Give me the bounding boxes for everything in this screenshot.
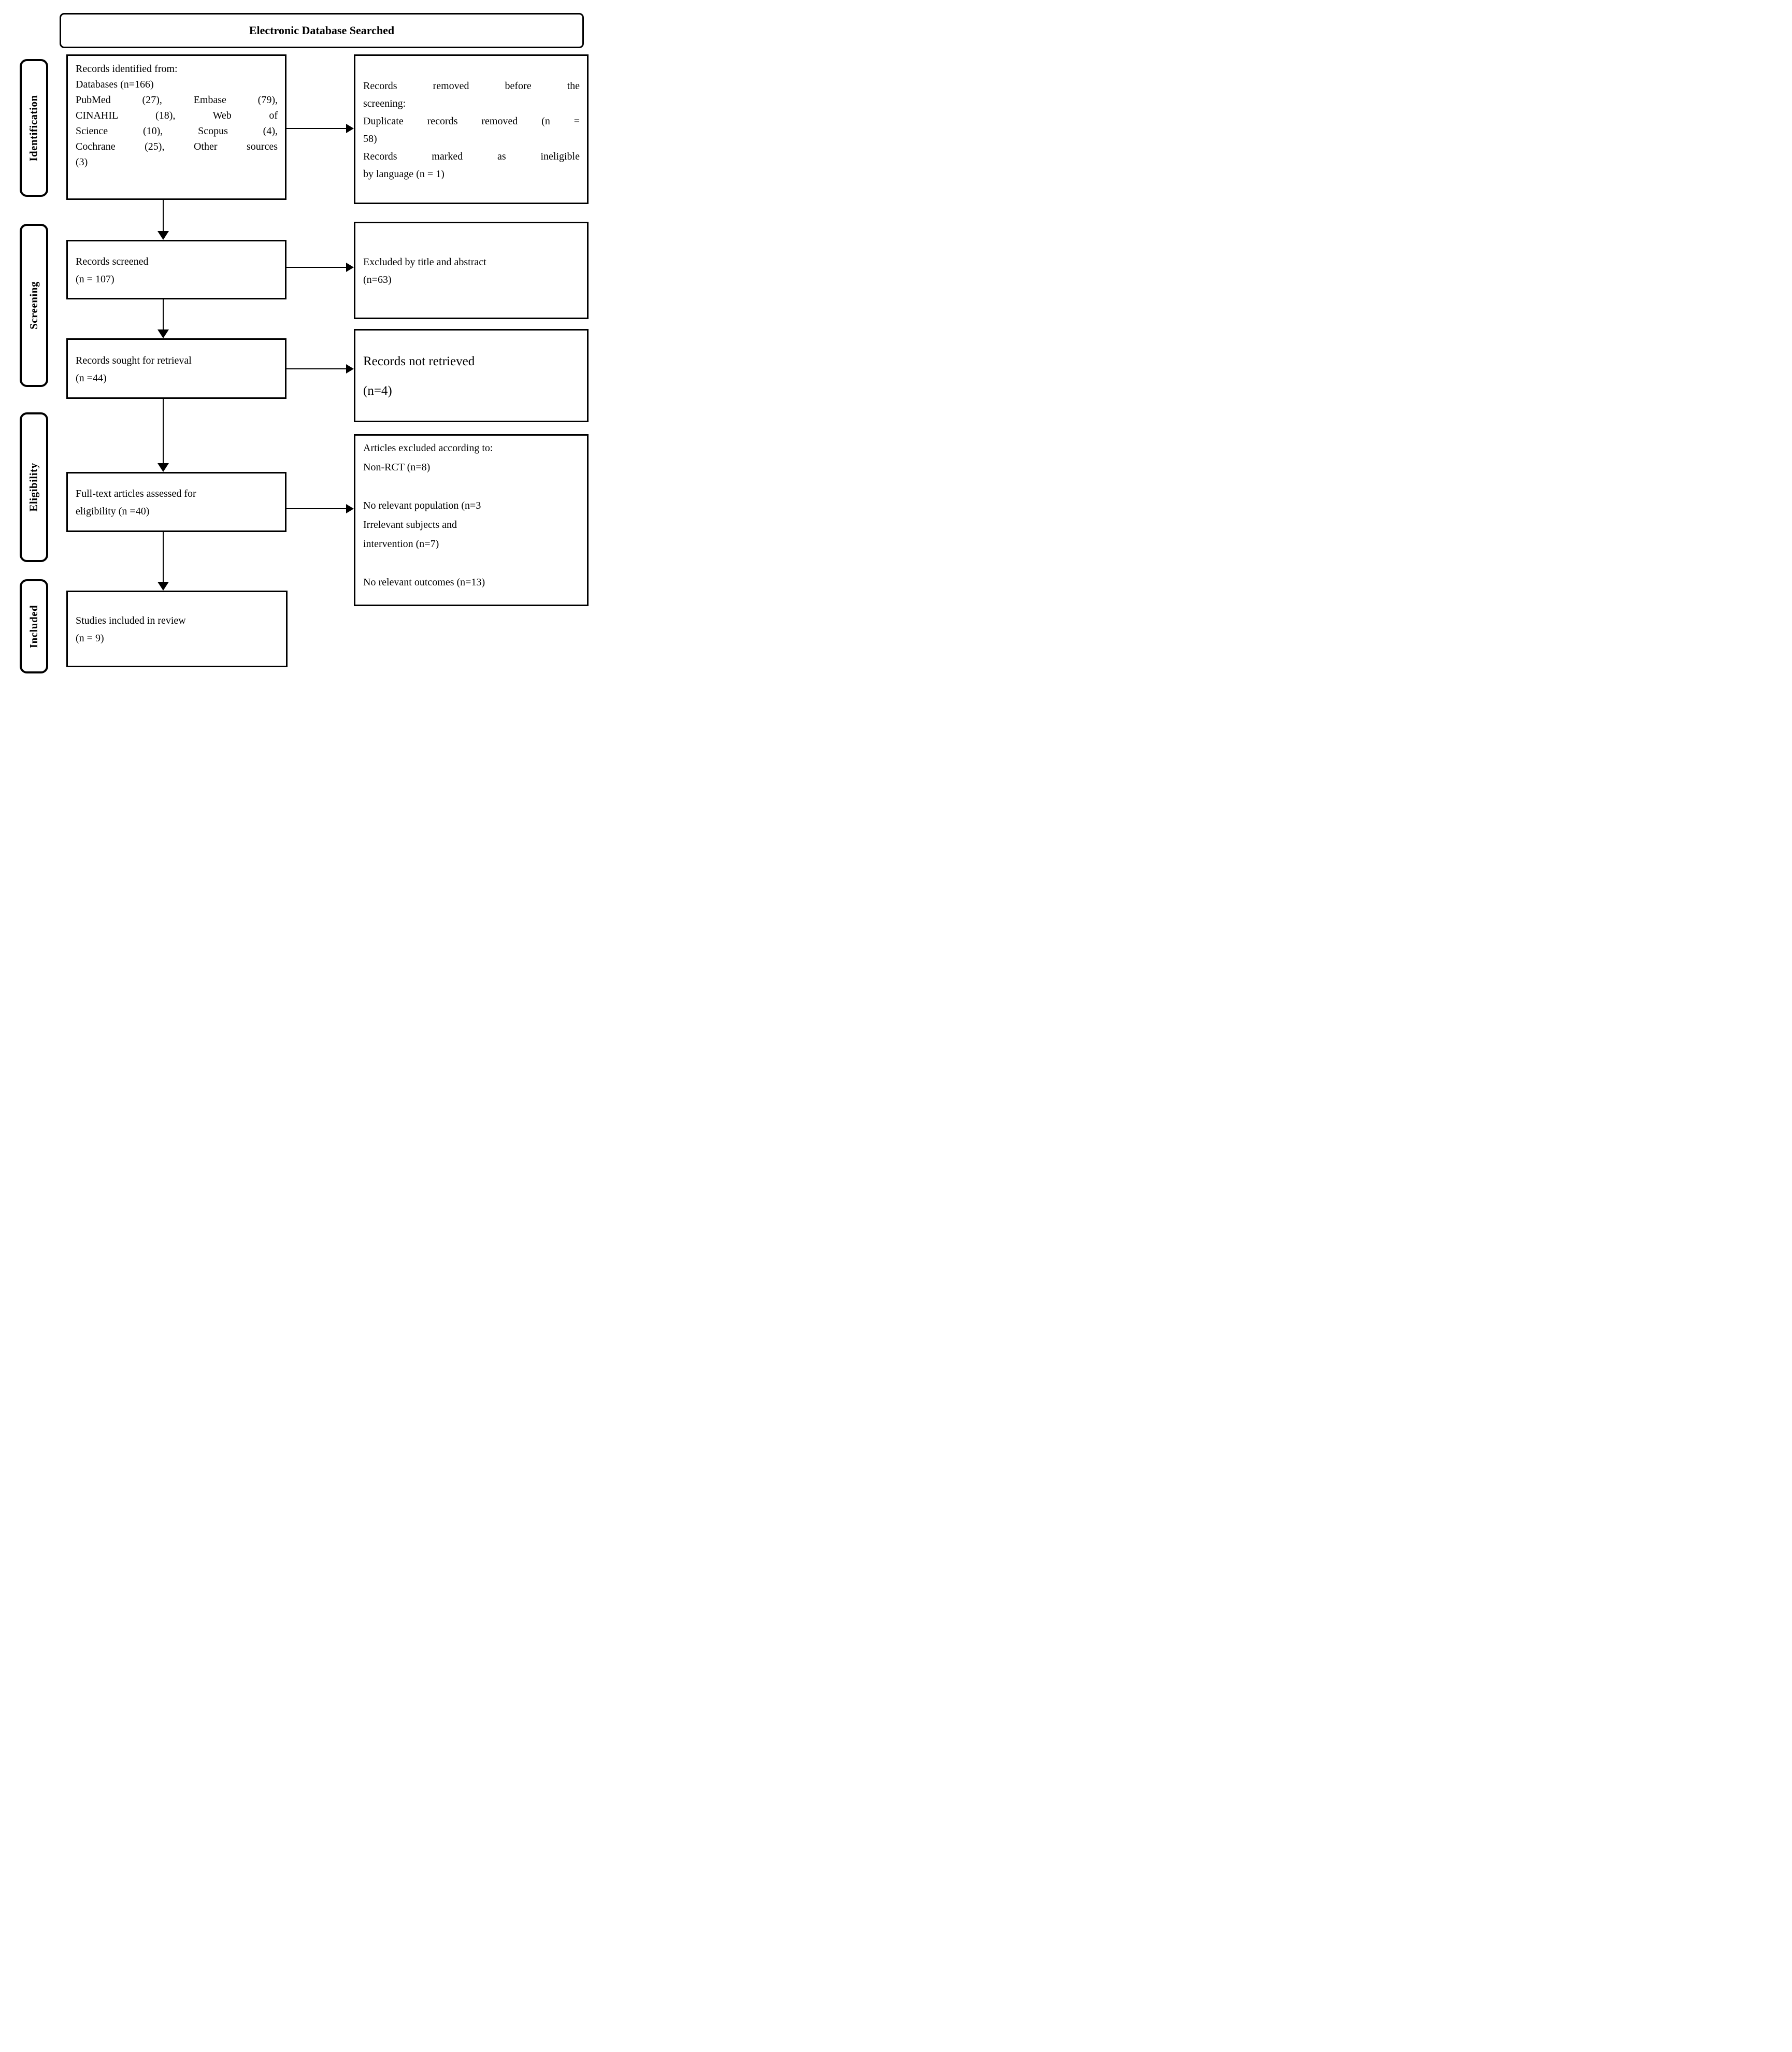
text-line: (n=4) bbox=[363, 384, 392, 398]
text-line: No relevant population (n=3 bbox=[363, 500, 481, 511]
text-line: Irrelevant subjects and bbox=[363, 519, 457, 530]
text-line: (n=63) bbox=[363, 274, 392, 285]
text-line: Records sought for retrieval bbox=[76, 354, 192, 366]
records-screened-box: Records screened (n = 107) bbox=[66, 240, 286, 299]
text-line: Records removed before the bbox=[363, 80, 580, 92]
text-line: Excluded by title and abstract bbox=[363, 256, 486, 268]
arrow-right-screened-to-excluded-icon bbox=[286, 263, 354, 272]
studies-included-box: Studies included in review (n = 9) bbox=[66, 591, 288, 667]
text-line bbox=[363, 477, 580, 496]
text-line: (n =44) bbox=[76, 372, 107, 384]
arrow-right-sought-to-notretrieved-icon bbox=[286, 364, 354, 374]
fulltext-assessed-box: Full-text articles assessed for eligibil… bbox=[66, 472, 286, 532]
stage-eligibility: Eligibility bbox=[20, 412, 48, 562]
records-identified-box: Records identified from: Databases (n=16… bbox=[66, 54, 286, 200]
stage-identification-label: Identification bbox=[27, 94, 40, 162]
text-line: Records marked as ineligible bbox=[363, 150, 580, 162]
prisma-flow-diagram: Electronic Database Searched Identificat… bbox=[0, 0, 597, 684]
text-line: CINAHIL (18), Web of bbox=[76, 110, 278, 121]
text-line: Non-RCT (n=8) bbox=[363, 462, 431, 473]
arrow-down-sought-to-fulltext-icon bbox=[157, 399, 169, 472]
excluded-title-abstract-box: Excluded by title and abstract (n=63) bbox=[354, 222, 589, 319]
text-line: No relevant outcomes (n=13) bbox=[363, 577, 485, 588]
text-line: (n = 107) bbox=[76, 273, 114, 285]
text-line: Cochrane (25), Other sources bbox=[76, 141, 278, 152]
records-not-retrieved-box: Records not retrieved (n=4) bbox=[354, 329, 589, 422]
text-line: Records screened bbox=[76, 255, 149, 267]
diagram-title: Electronic Database Searched bbox=[249, 24, 395, 37]
text-line: Duplicate records removed (n = bbox=[363, 115, 580, 127]
arrow-down-fulltext-to-included-icon bbox=[157, 532, 169, 591]
title-box: Electronic Database Searched bbox=[60, 13, 584, 48]
text-line: eligibility (n =40) bbox=[76, 506, 150, 517]
text-line: Studies included in review bbox=[76, 615, 186, 626]
text-line: by language (n = 1) bbox=[363, 168, 445, 180]
records-removed-box: Records removed before the screening: Du… bbox=[354, 54, 589, 204]
stage-screening-label: Screening bbox=[27, 281, 40, 329]
text-line: Databases (n=166) bbox=[76, 79, 154, 90]
arrow-down-screened-to-sought-icon bbox=[157, 299, 169, 338]
stage-screening: Screening bbox=[20, 224, 48, 387]
text-line: PubMed (27), Embase (79), bbox=[76, 94, 278, 106]
arrow-down-identification-to-screened-icon bbox=[157, 200, 169, 240]
stage-included: Included bbox=[20, 579, 48, 673]
text-line: Full-text articles assessed for bbox=[76, 488, 196, 499]
text-line: Articles excluded according to: bbox=[363, 442, 493, 454]
text-line: (n = 9) bbox=[76, 633, 104, 644]
text-line bbox=[363, 554, 580, 573]
stage-identification: Identification bbox=[20, 59, 48, 197]
text-line: (3) bbox=[76, 156, 88, 168]
text-line: screening: bbox=[363, 97, 406, 109]
arrow-right-fulltext-to-excluded-icon bbox=[286, 504, 354, 513]
records-sought-box: Records sought for retrieval (n =44) bbox=[66, 338, 286, 399]
stage-included-label: Included bbox=[27, 605, 40, 648]
stage-eligibility-label: Eligibility bbox=[27, 463, 40, 512]
text-line: intervention (n=7) bbox=[363, 538, 439, 550]
text-line: Science (10), Scopus (4), bbox=[76, 125, 278, 137]
text-line: Records identified from: bbox=[76, 63, 178, 75]
text-line: 58) bbox=[363, 133, 377, 145]
text-line: Records not retrieved bbox=[363, 354, 475, 368]
arrow-right-identification-to-removed-icon bbox=[286, 124, 354, 133]
articles-excluded-box: Articles excluded according to: Non-RCT … bbox=[354, 434, 589, 606]
